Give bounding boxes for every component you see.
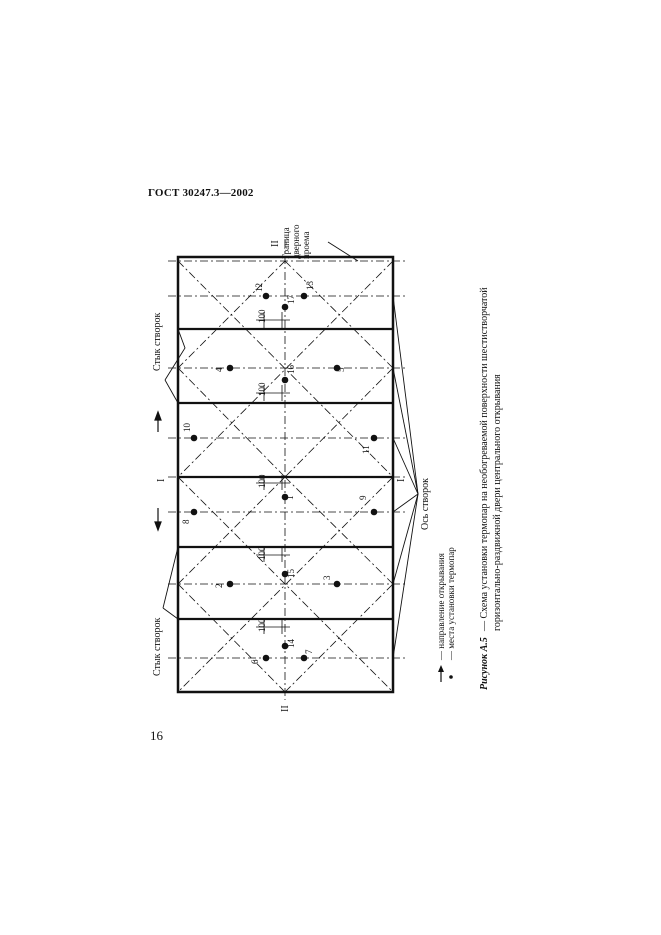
point-6 [262,654,270,662]
legend-dot-text: — места установки термопар [446,547,456,661]
point-label-6: 6 [250,659,260,664]
dim-label: 100 [257,618,267,632]
point-16 [281,376,289,384]
dim-label: 100 [257,382,267,396]
point-label-5: 5 [336,367,346,372]
point-7 [300,654,308,662]
point-label-17: 17 [286,295,296,305]
joint-leaders-bottom [162,546,179,620]
joint-label-top: Стык створок [152,313,163,371]
axis-I-right: I [396,479,407,482]
point-label-1: 1 [285,496,295,501]
axis-II-bottom: II [280,705,291,712]
dimension-labels: 100 100 100 100 100 [257,309,267,632]
point-12 [262,292,270,300]
point-label-15: 15 [286,569,296,579]
thermocouple-points [190,292,378,662]
document-header: ГОСТ 30247.3—2002 [148,187,254,199]
axis-leaders [392,295,419,659]
point-1 [281,493,289,501]
dim-label: 100 [257,309,267,323]
svg-text:проема: проема [301,231,311,259]
legend: — направление открывания — места установ… [436,547,456,682]
boundary-label: Граница дверного проема [281,224,311,259]
point-17 [281,303,289,311]
legend-dot-icon [449,675,453,679]
point-label-10: 10 [182,423,192,433]
point-4 [226,364,234,372]
point-label-4: 4 [214,367,224,372]
axis-label: Ось створок [420,478,431,530]
opening-arrows [154,410,162,532]
figure-caption: Рисунок А.5 — Схема установки термопар н… [479,287,503,690]
axis-I-left: I [156,479,167,482]
point-10 [190,434,198,442]
point-label-13: 13 [305,281,315,291]
point-label-14: 14 [286,639,296,649]
point-label-8: 8 [181,519,191,524]
dimension-marks [256,312,290,634]
point-label-9: 9 [358,495,368,500]
point-14 [281,642,289,650]
point-label-3: 3 [322,575,332,580]
point-label-7: 7 [304,649,314,654]
caption-line2: горизонтально-раздвижной двери центральн… [492,374,503,631]
svg-text:Граница: Граница [281,227,291,259]
point-8 [190,508,198,516]
diagonal-lines [177,260,394,693]
point-label-11: 11 [361,445,371,454]
boundary-leader [327,241,359,262]
dim-label: 100 [257,474,267,488]
svg-text:дверного: дверного [291,224,301,259]
axis-II-top: II [270,240,281,247]
dim-label: 100 [257,546,267,560]
point-label-12: 12 [254,283,264,292]
point-9 [370,508,378,516]
point-15 [281,570,289,578]
point-label-2: 2 [214,584,224,589]
joint-label-bottom: Стык створок [152,618,163,676]
door-drawing: II II I I Стык створок Стык створок Ось … [152,224,431,712]
point-labels: 1 2 3 4 5 6 7 8 9 10 11 12 13 14 15 16 1… [181,281,371,665]
point-label-16: 16 [286,365,296,375]
point-13 [300,292,308,300]
joint-leaders-top [164,328,186,404]
caption-line1: — Схема установки термопар на необогрева… [479,287,490,632]
point-5 [333,364,341,372]
point-2 [226,580,234,588]
point-11 [370,434,378,442]
caption-label: Рисунок А.5 [479,637,490,690]
legend-arrow-text: — направление открывания [436,553,446,661]
page-number: 16 [150,728,163,743]
point-3 [333,580,341,588]
